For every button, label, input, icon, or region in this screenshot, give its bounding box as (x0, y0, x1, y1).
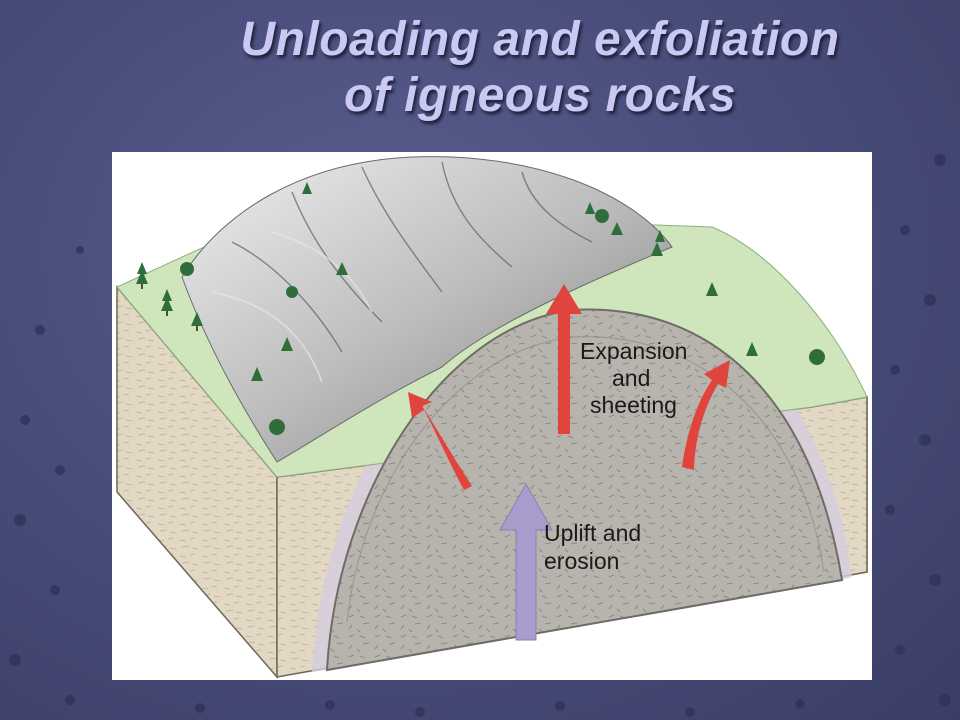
expansion-arrow-center (546, 284, 582, 434)
exfoliation-diagram: Expansion and sheeting Uplift and erosio… (112, 152, 872, 680)
title-line-2: of igneous rocks (343, 69, 737, 122)
label-erosion: erosion (544, 548, 619, 574)
exposed-dome-surface (181, 156, 673, 463)
tree-icons (136, 182, 825, 435)
expansion-arrow-left (408, 392, 472, 490)
label-expansion: Expansion (580, 338, 687, 364)
expansion-arrows (408, 284, 730, 490)
label-sheeting: sheeting (590, 392, 677, 418)
label-uplift: Uplift and (544, 520, 641, 546)
expansion-arrow-right (682, 360, 730, 470)
slide-title: Unloading and exfoliation of igneous roc… (120, 12, 960, 124)
title-line-1: Unloading and exfoliation (240, 13, 840, 66)
uplift-arrow (499, 482, 553, 641)
label-and: and (612, 365, 650, 391)
